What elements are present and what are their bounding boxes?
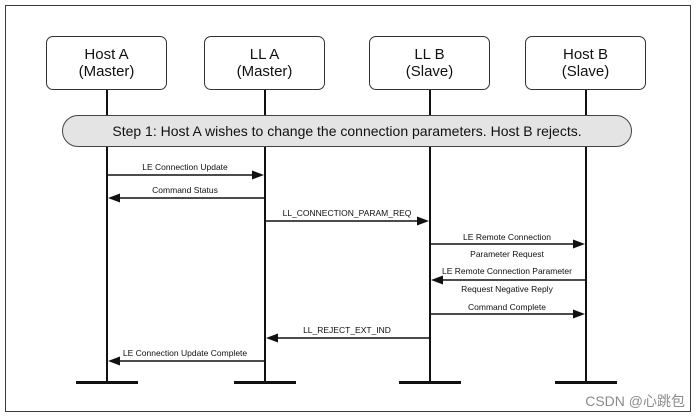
msg-request-negative-reply-label: Request Negative Reply	[461, 284, 553, 294]
msg-le-remote-connection-label: LE Remote Connection	[463, 232, 551, 242]
actor-ll-a: LL A (Master)	[204, 36, 325, 90]
message-arrow-head	[573, 309, 585, 319]
baseline-host-b	[555, 381, 617, 384]
baseline-host-a	[76, 381, 138, 384]
message-arrow-head	[431, 275, 443, 285]
msg-command-complete-label: Command Complete	[468, 302, 546, 312]
message-arrow-head	[417, 216, 429, 226]
message-arrow-head	[252, 170, 264, 180]
msg-ll-reject-ext-ind-label: LL_REJECT_EXT_IND	[303, 325, 391, 335]
baseline-ll-b	[399, 381, 461, 384]
message-arrow-head	[266, 333, 278, 343]
actor-ll-b-name: LL B	[414, 46, 445, 63]
msg-parameter-request-label: Parameter Request	[470, 249, 544, 259]
watermark: CSDN @心跳包	[585, 393, 685, 409]
diagram-frame	[5, 5, 691, 412]
actor-host-b-name: Host B	[562, 46, 608, 63]
actor-host-a-name: Host A	[84, 46, 129, 63]
actor-ll-b-role: (Slave)	[405, 63, 454, 80]
actor-ll-a-name: LL A	[249, 46, 280, 63]
message-arrow-head	[573, 239, 585, 249]
lifeline-host-a	[106, 90, 108, 382]
actor-host-b: Host B (Slave)	[525, 36, 646, 90]
msg-le-connection-update-complete-label: LE Connection Update Complete	[122, 348, 248, 358]
msg-le-connection-update-label: LE Connection Update	[142, 162, 228, 172]
message-arrow-head	[108, 193, 120, 203]
msg-le-remote-conn-param-label: LE Remote Connection Parameter	[442, 266, 572, 276]
actor-host-a: Host A (Master)	[46, 36, 167, 90]
lifeline-ll-b	[429, 90, 431, 382]
msg-command-status-label: Command Status	[152, 185, 218, 195]
actor-host-b-role: (Slave)	[561, 63, 610, 80]
msg-ll-connection-param-req-label: LL_CONNECTION_PARAM_REQ	[282, 208, 412, 218]
lifeline-host-b	[585, 90, 587, 382]
lifeline-ll-a	[264, 90, 266, 382]
baseline-ll-a	[234, 381, 296, 384]
message-arrow-head	[108, 356, 120, 366]
actor-ll-a-role: (Master)	[236, 63, 293, 80]
actor-ll-b: LL B (Slave)	[369, 36, 490, 90]
step-banner: Step 1: Host A wishes to change the conn…	[62, 115, 632, 147]
actor-host-a-role: (Master)	[78, 63, 135, 80]
